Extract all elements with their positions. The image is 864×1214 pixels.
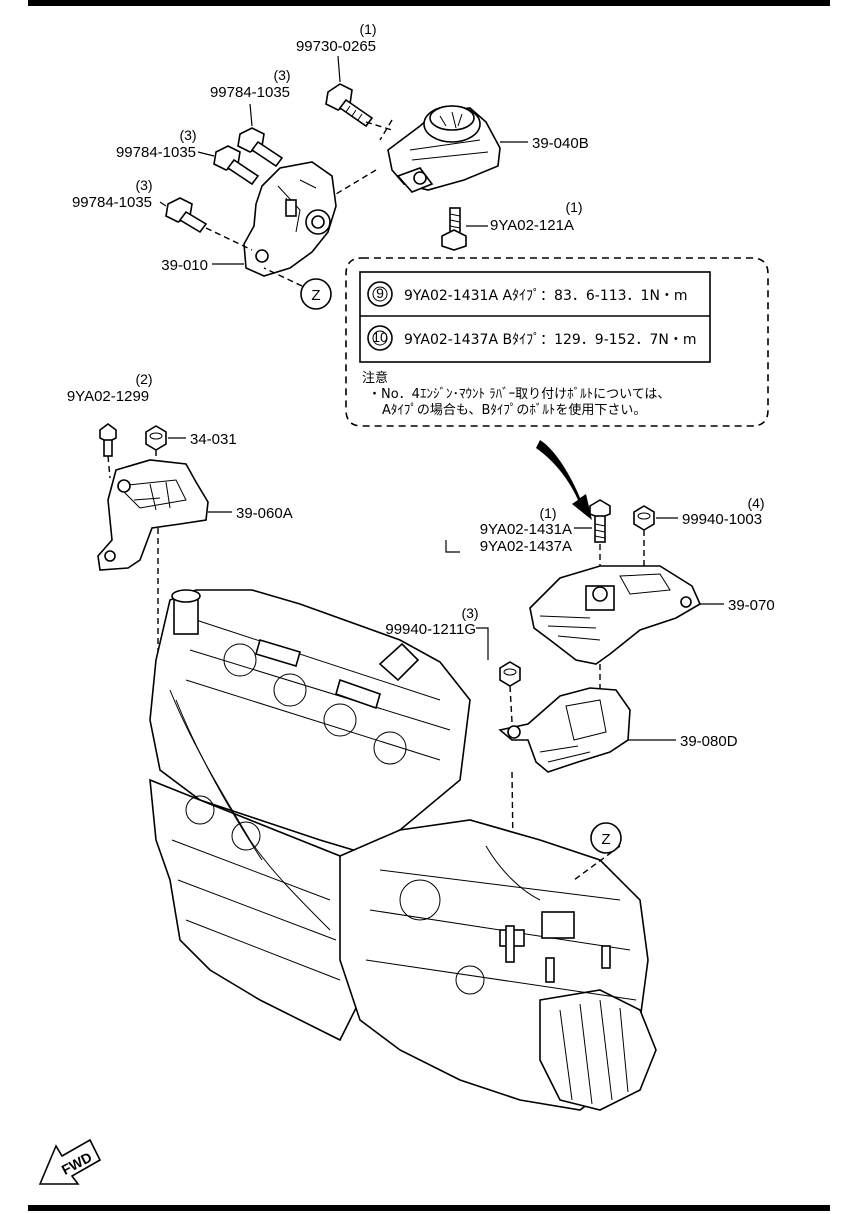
bolt-99784-1035-b[interactable] [213, 145, 260, 186]
view-marker-z-upper: Z [263, 267, 332, 310]
legend-row-a: 9 9YA02-1431A Aﾀｲﾌﾟ：83．6-113．1N・m [367, 281, 688, 307]
svg-text:9YA02-1437A Bﾀｲﾌﾟ：129．9-152．7: 9YA02-1437A Bﾀｲﾌﾟ：129．9-152．7N・m [404, 332, 697, 348]
label-p3: 99784-1035 [116, 144, 196, 161]
bolt-99784-1035-c[interactable] [165, 197, 208, 234]
qty-p6: (1) [565, 199, 582, 215]
qty-p1: (1) [359, 21, 376, 37]
bolt-9YA02-1299[interactable] [99, 423, 117, 457]
svg-text:9YA02-1431A Aﾀｲﾌﾟ：83．6-113．1N: 9YA02-1431A Aﾀｲﾌﾟ：83．6-113．1N・m [404, 288, 688, 304]
forward-direction-arrow: FWD [38, 1138, 102, 1185]
label-p13: 99940-1003 [682, 511, 762, 528]
bracket-39-010[interactable] [243, 161, 337, 277]
qty-p11: (1) [539, 505, 556, 521]
qty-p2: (3) [273, 67, 290, 83]
bolt-9YA02-121A[interactable] [441, 207, 467, 251]
legend-pointer-arrow [536, 440, 592, 520]
label-p2: 99784-1035 [210, 84, 290, 101]
engine-transmission-assembly [149, 589, 657, 1111]
nut-99940-1211G[interactable] [499, 661, 521, 687]
qty-p8: (2) [135, 371, 152, 387]
label-p9: 34-031 [190, 431, 237, 448]
svg-text:10: 10 [372, 329, 388, 345]
svg-text:Z: Z [311, 287, 320, 304]
label-p11: 9YA02-1431A [480, 521, 572, 538]
mount-39-040B[interactable] [387, 105, 501, 193]
torque-legend: 9 9YA02-1431A Aﾀｲﾌﾟ：83．6-113．1N・m 10 9YA… [345, 257, 769, 427]
qty-p4: (3) [135, 177, 152, 193]
label-p12: 9YA02-1437A [480, 538, 572, 555]
qty-p13: (4) [747, 495, 764, 511]
qty-p3: (3) [179, 127, 196, 143]
svg-text:Z: Z [601, 831, 610, 848]
left-mount-assembly [97, 423, 232, 690]
mount-39-060A[interactable] [97, 459, 209, 571]
bolt-99784-1035-a[interactable] [237, 127, 284, 168]
mount-39-070[interactable] [529, 565, 702, 665]
top-border [28, 0, 830, 6]
bolt-99730-0265[interactable] [325, 83, 374, 128]
bottom-border [28, 1205, 830, 1211]
note-line-2: Aﾀｲﾌﾟの場合も、Bﾀｲﾌﾟのﾎﾞﾙﾄを使用下さい。 [382, 402, 646, 418]
nut-99940-1003[interactable] [633, 505, 655, 531]
label-p14: 39-070 [728, 597, 775, 614]
label-p1: 99730-0265 [296, 38, 376, 55]
label-p5: 39-040B [532, 135, 589, 152]
label-p8: 9YA02-1299 [67, 388, 149, 405]
part-labels: (1) 99730-0265 (3) 99784-1035 (3) 99784-… [67, 21, 775, 750]
label-p4: 99784-1035 [72, 194, 152, 211]
note-title: 注意 [362, 370, 388, 386]
qty-p15: (3) [461, 605, 478, 621]
label-p15: 99940-1211G [385, 621, 476, 638]
svg-text:9: 9 [376, 285, 384, 301]
right-mount-assembly [445, 499, 724, 931]
legend-row-b: 10 9YA02-1437A Bﾀｲﾌﾟ：129．9-152．7N・m [367, 325, 697, 351]
upper-mount-assembly [165, 83, 501, 277]
view-marker-z-lower: Z [573, 822, 622, 881]
nut-34-031[interactable] [145, 425, 167, 451]
bolt-9YA02-1431A[interactable] [589, 499, 611, 543]
note-line-1: ・No．4ｴﾝｼﾞﾝ･ﾏｳﾝﾄ ﾗﾊﾞｰ取り付けﾎﾞﾙﾄについては、 [368, 387, 670, 402]
mount-39-080D[interactable] [498, 687, 631, 773]
label-p16: 39-080D [680, 733, 738, 750]
label-p6: 9YA02-121A [490, 217, 574, 234]
label-p10: 39-060A [236, 505, 293, 522]
label-p7: 39-010 [161, 257, 208, 274]
